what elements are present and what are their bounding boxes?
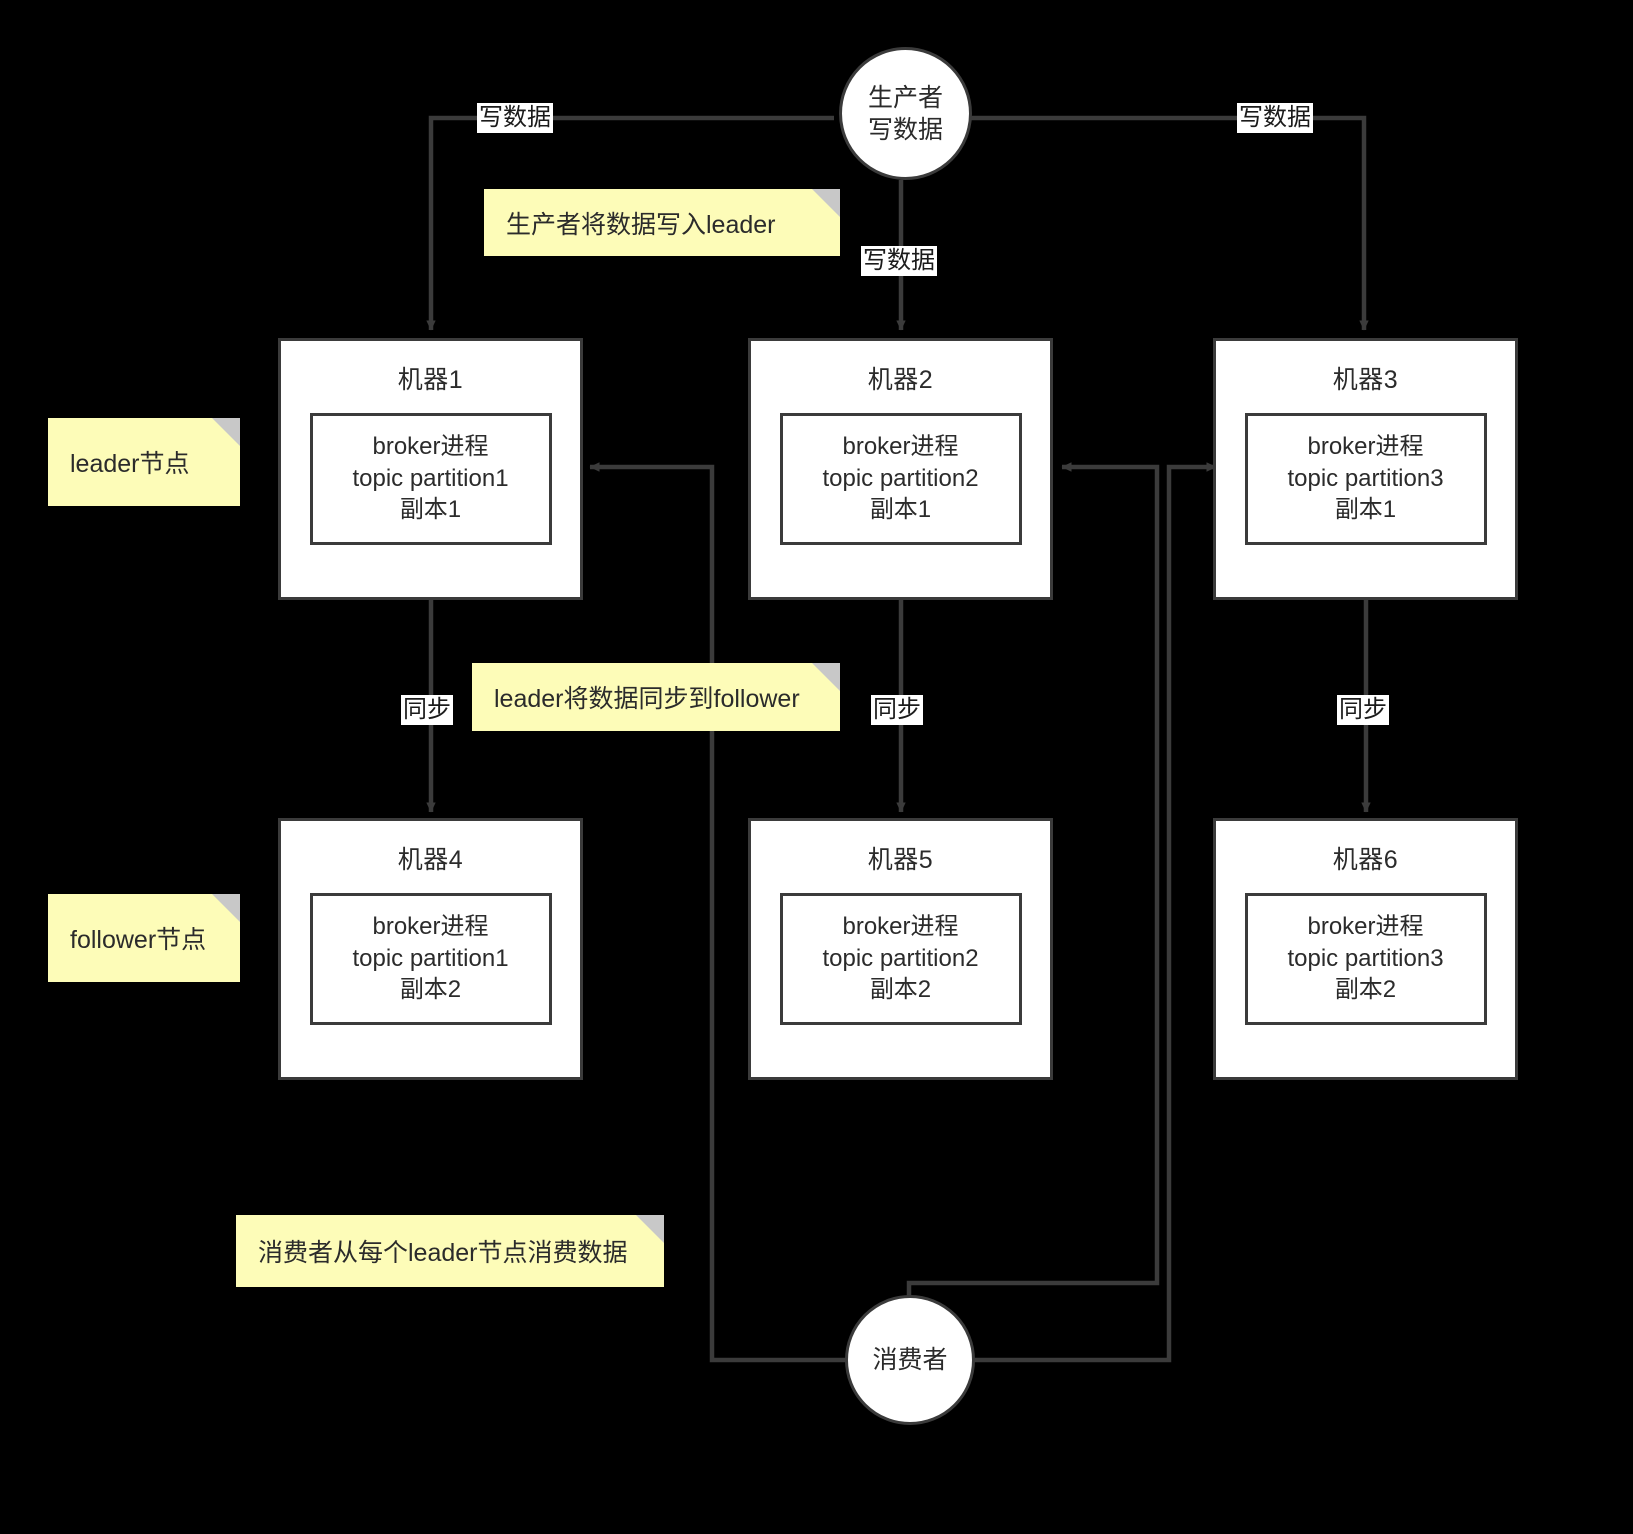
note-leader-node: leader节点: [48, 418, 240, 506]
machine-title: 机器5: [867, 846, 934, 874]
broker-line-replica: 副本1: [399, 496, 462, 524]
note-consumer: 消费者从每个leader节点消费数据: [236, 1215, 664, 1287]
producer-label-line1: 生产者: [867, 83, 943, 112]
note-text: 生产者将数据写入leader: [506, 210, 776, 239]
machine-title: 机器6: [1332, 846, 1399, 874]
note-fold-corner-icon: [812, 663, 840, 691]
broker-box: broker进程 topic partition2 副本1: [779, 412, 1022, 545]
note-text: follower节点: [70, 926, 207, 954]
broker-line-replica: 副本2: [1334, 976, 1397, 1004]
broker-line-process: broker进程: [842, 912, 959, 940]
edge-label-write-left: 写数据: [477, 103, 553, 133]
machine-title: 机器1: [397, 366, 464, 394]
broker-line-partition: topic partition3: [1287, 944, 1444, 972]
broker-line-process: broker进程: [1307, 912, 1424, 940]
edge-label-write-mid: 写数据: [861, 246, 937, 276]
broker-line-partition: topic partition3: [1287, 464, 1444, 492]
broker-line-partition: topic partition2: [822, 464, 979, 492]
machine-box-2[interactable]: 机器2 broker进程 topic partition2 副本1: [748, 338, 1053, 600]
broker-box: broker进程 topic partition1 副本1: [309, 412, 552, 545]
broker-box: broker进程 topic partition3 副本2: [1244, 892, 1487, 1025]
note-fold-corner-icon: [812, 189, 840, 217]
broker-line-replica: 副本2: [869, 976, 932, 1004]
note-text: leader节点: [70, 450, 190, 478]
note-fold-corner-icon: [212, 894, 240, 922]
broker-line-replica: 副本1: [1334, 496, 1397, 524]
broker-line-replica: 副本1: [869, 496, 932, 524]
broker-line-process: broker进程: [1307, 432, 1424, 460]
note-follower-node: follower节点: [48, 894, 240, 982]
producer-node[interactable]: 生产者 写数据: [839, 47, 972, 180]
machine-title: 机器4: [397, 846, 464, 874]
broker-line-process: broker进程: [372, 432, 489, 460]
note-sync: leader将数据同步到follower: [472, 663, 840, 731]
broker-line-process: broker进程: [372, 912, 489, 940]
broker-box: broker进程 topic partition2 副本2: [779, 892, 1022, 1025]
note-fold-corner-icon: [636, 1215, 664, 1243]
broker-box: broker进程 topic partition3 副本1: [1244, 412, 1487, 545]
edge-label-sync-left: 同步: [401, 695, 453, 725]
broker-line-replica: 副本2: [399, 976, 462, 1004]
note-text: 消费者从每个leader节点消费数据: [258, 1239, 628, 1267]
broker-line-process: broker进程: [842, 432, 959, 460]
machine-box-5[interactable]: 机器5 broker进程 topic partition2 副本2: [748, 818, 1053, 1080]
consumer-node[interactable]: 消费者: [845, 1295, 975, 1425]
broker-box: broker进程 topic partition1 副本2: [309, 892, 552, 1025]
producer-label-line2: 写数据: [867, 115, 943, 144]
note-fold-corner-icon: [212, 418, 240, 446]
consumer-label-line1: 消费者: [872, 1346, 948, 1374]
note-producer-write: 生产者将数据写入leader: [484, 189, 840, 256]
edge-producer-machine3: [970, 115, 1369, 331]
machine-box-6[interactable]: 机器6 broker进程 topic partition3 副本2: [1213, 818, 1518, 1080]
machine-title: 机器3: [1332, 366, 1399, 394]
broker-line-partition: topic partition1: [352, 944, 509, 972]
machine-box-4[interactable]: 机器4 broker进程 topic partition1 副本2: [278, 818, 583, 1080]
machine-box-3[interactable]: 机器3 broker进程 topic partition3 副本1: [1213, 338, 1518, 600]
machine-box-1[interactable]: 机器1 broker进程 topic partition1 副本1: [278, 338, 583, 600]
note-text: leader将数据同步到follower: [494, 685, 800, 713]
machine-title: 机器2: [867, 366, 934, 394]
edge-label-write-right: 写数据: [1237, 103, 1313, 133]
broker-line-partition: topic partition1: [352, 464, 509, 492]
edge-label-sync-mid: 同步: [871, 695, 923, 725]
edge-label-sync-right: 同步: [1337, 695, 1389, 725]
broker-line-partition: topic partition2: [822, 944, 979, 972]
